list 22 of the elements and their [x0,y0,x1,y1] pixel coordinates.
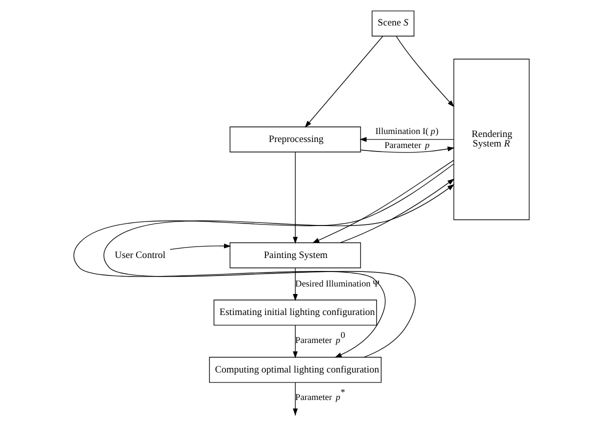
arrow [170,244,232,250]
node-box: Rendering System R [453,58,530,220]
node-box: Preprocessing [230,126,361,152]
arrow [312,160,454,244]
arrow [304,36,384,128]
arrow [73,164,454,358]
node-text: User Control [114,250,166,261]
arrow [360,136,454,142]
arrow [360,146,455,153]
arrow [292,268,298,302]
edge-label: Illumination I(p) [375,126,438,136]
arrow [340,178,454,244]
node-box: Scene S [372,10,414,36]
node-box: Painting System [230,242,361,268]
arrow [292,325,298,358]
edge-label: Desired Illumination Ψ [295,278,380,288]
arrow [396,36,454,108]
arrow [103,184,454,358]
arrow [292,152,298,244]
edge-label: Parameter p [384,140,430,150]
node-box: Estimating initial lighting configuration [214,300,377,326]
node-box: Computing optimal lighting configuration [209,356,382,383]
